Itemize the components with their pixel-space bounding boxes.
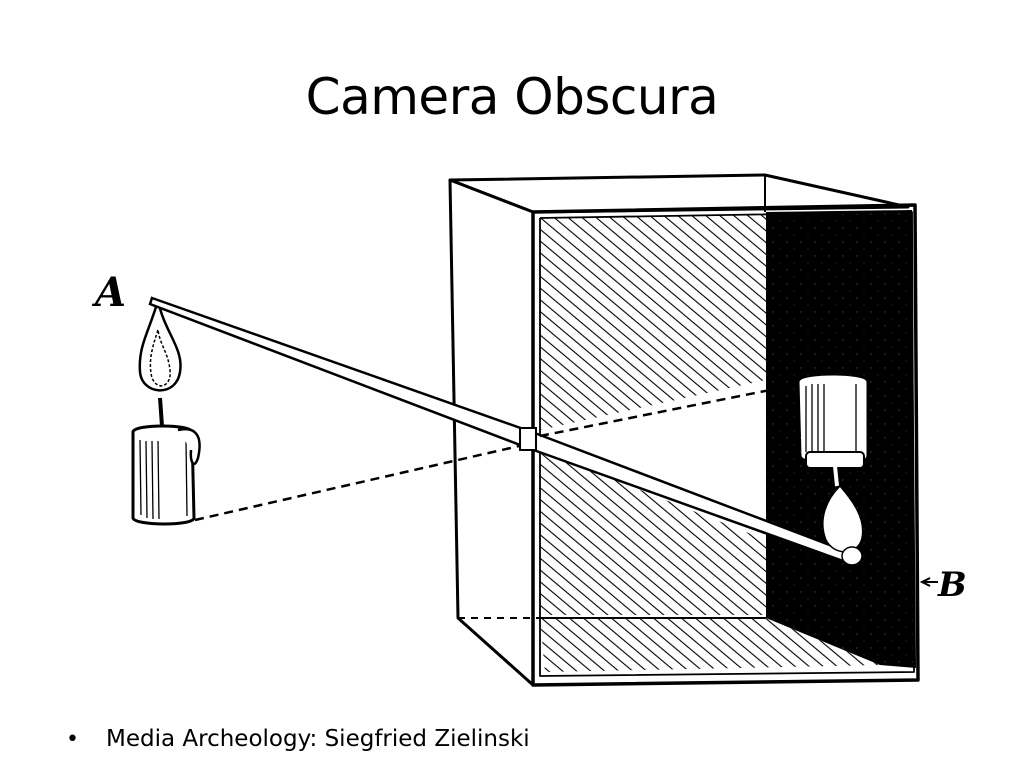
label-a: A (91, 269, 126, 316)
bullet-text: Media Archeology: Siegfried Zielinski (106, 726, 530, 752)
bullet-item: • Media Archeology: Siegfried Zielinski (66, 722, 530, 757)
candle (131, 299, 201, 526)
box-open-frame (531, 203, 920, 687)
box-inner-frame (539, 211, 915, 677)
projected-candle-image (799, 375, 867, 566)
interior-floor (540, 618, 880, 672)
camera-obscura-illustration: A B (91, 173, 967, 687)
bullet-list: • Media Archeology: Siegfried Zielinski (66, 722, 530, 757)
slide-title: Camera Obscura (305, 68, 719, 126)
interior-hatched-upper (540, 215, 766, 430)
arrow-left-icon (919, 577, 938, 587)
candle-body-icon (131, 424, 196, 526)
interior-hatched-lower (540, 450, 766, 615)
pinhole (519, 427, 537, 451)
label-b: B (937, 565, 967, 605)
dashed-ray-lower (194, 442, 529, 522)
bullet-marker: • (66, 727, 79, 752)
label-b-group: B (919, 565, 967, 605)
flame-icon (138, 299, 182, 392)
